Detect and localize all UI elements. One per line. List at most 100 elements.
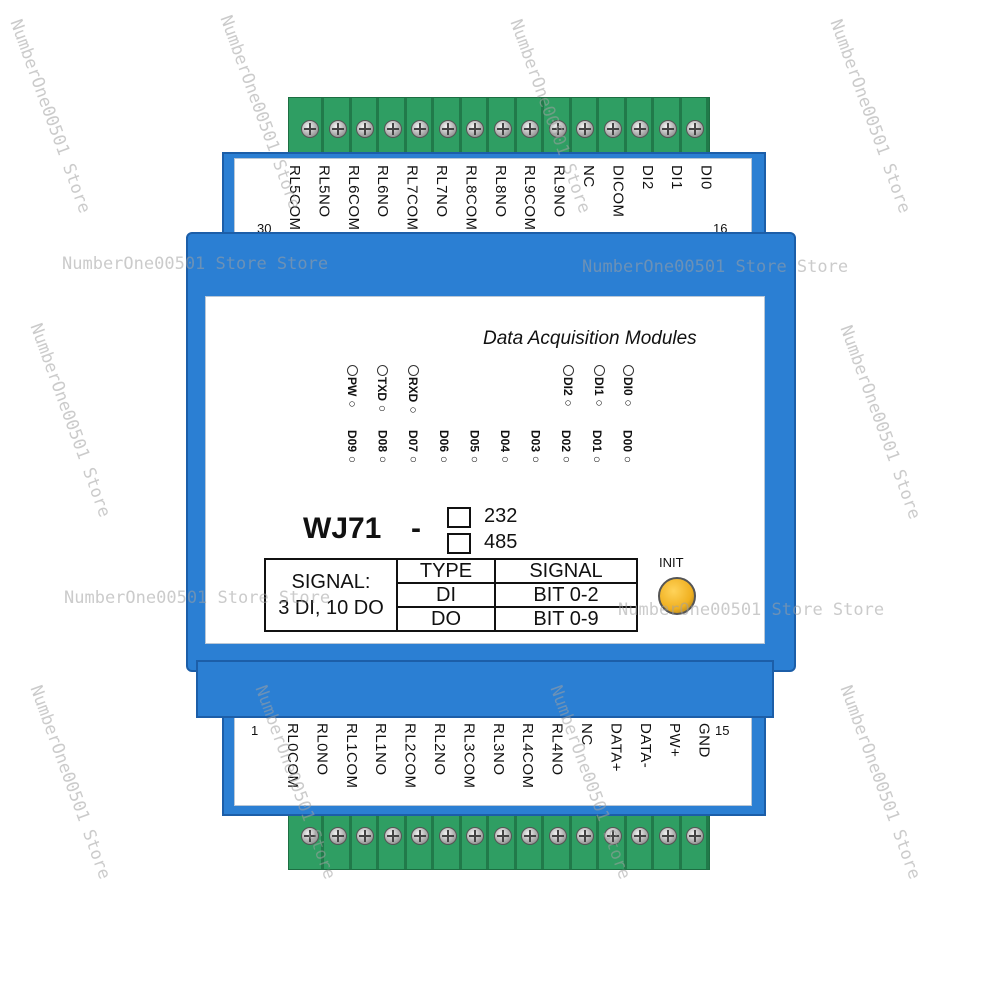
led-indicator bbox=[347, 365, 358, 376]
terminal-rib bbox=[403, 98, 407, 156]
bottom-terminal-label: RL4COM bbox=[519, 723, 537, 789]
top-terminal-label: RL5NO bbox=[315, 165, 333, 218]
terminal-rib bbox=[403, 809, 407, 869]
led-indicator-label: PW○ bbox=[345, 377, 359, 411]
terminal-screw bbox=[356, 827, 374, 845]
terminal-rib bbox=[348, 809, 352, 869]
bottom-terminal-label: PW+ bbox=[666, 723, 684, 758]
terminal-rib bbox=[458, 809, 462, 869]
terminal-rib bbox=[596, 98, 599, 156]
terminal-rib bbox=[623, 809, 627, 869]
watermark-left-low: NumberOne00501 Store Store bbox=[64, 588, 331, 608]
top-terminal-label: RL6COM bbox=[344, 165, 362, 231]
terminal-rib bbox=[513, 98, 517, 156]
watermark-vert-4: NumberOne00501 Store bbox=[825, 16, 915, 216]
terminal-rib bbox=[678, 809, 682, 869]
init-label: INIT bbox=[659, 555, 684, 570]
terminal-rib bbox=[486, 98, 489, 156]
model-name: WJ71 bbox=[303, 512, 382, 545]
terminal-screw bbox=[686, 827, 704, 845]
bottom-terminal-label: RL2NO bbox=[431, 723, 448, 776]
led-indicator-label: DI1○ bbox=[592, 377, 606, 410]
bottom-terminal-label: RL3COM bbox=[460, 723, 478, 789]
terminal-screw bbox=[328, 827, 347, 845]
option-232-checkbox bbox=[447, 507, 471, 528]
terminal-rib bbox=[458, 98, 462, 156]
top-terminal-label: RL8NO bbox=[491, 165, 509, 218]
terminal-rib bbox=[541, 98, 544, 156]
watermark-right-low: NumberOne00501 Store Store bbox=[618, 600, 885, 620]
terminal-screw bbox=[658, 827, 677, 845]
bottom-terminal-block bbox=[288, 808, 710, 870]
terminal-screw bbox=[328, 120, 347, 138]
terminal-screw bbox=[438, 827, 457, 845]
terminal-rib bbox=[431, 98, 434, 156]
led-indicator-label: TXD○ bbox=[375, 377, 389, 415]
led-indicator-label: D02○ bbox=[559, 430, 574, 467]
terminal-rib bbox=[651, 98, 654, 156]
bottom-terminal-label: RL0NO bbox=[313, 723, 331, 776]
terminal-rib bbox=[348, 98, 352, 156]
option-232-label: 232 bbox=[484, 505, 518, 527]
top-terminal-label: DI2 bbox=[638, 165, 656, 190]
led-indicator bbox=[377, 365, 388, 376]
signal-summary: 3 DI, 10 DO bbox=[278, 597, 384, 619]
terminal-rib bbox=[623, 98, 627, 156]
terminal-screw bbox=[631, 120, 649, 138]
watermark-vert-6: NumberOne00501 Store bbox=[835, 322, 925, 522]
top-terminal-label: DI1 bbox=[668, 165, 686, 190]
terminal-rib bbox=[431, 809, 434, 869]
terminal-screw bbox=[603, 827, 622, 845]
row-do-signal: BIT 0-9 bbox=[494, 606, 638, 632]
terminal-screw bbox=[466, 827, 484, 845]
bottom-terminal-label: RL3NO bbox=[489, 723, 507, 776]
watermark-vert-7: NumberOne00501 Store bbox=[25, 682, 115, 882]
led-indicator bbox=[563, 365, 574, 376]
terminal-screw bbox=[521, 120, 539, 138]
led-indicator-label: RXD○ bbox=[406, 377, 420, 417]
led-indicator-label: D00○ bbox=[620, 430, 635, 467]
led-indicator-label: D01○ bbox=[589, 430, 604, 467]
led-indicator bbox=[408, 365, 419, 376]
top-terminal-label: NC bbox=[580, 165, 597, 188]
bottom-terminal-label: RL1COM bbox=[342, 723, 360, 789]
top-terminal-label: RL7COM bbox=[403, 165, 421, 231]
init-button[interactable] bbox=[658, 577, 696, 615]
terminal-screw bbox=[493, 827, 512, 845]
led-indicator-label: D08○ bbox=[375, 430, 390, 467]
terminal-screw bbox=[301, 120, 319, 138]
top-terminal-label: RL9COM bbox=[521, 165, 539, 231]
led-indicator-label: D06○ bbox=[436, 430, 451, 467]
top-terminal-label: DICOM bbox=[609, 165, 627, 218]
terminal-screw bbox=[576, 120, 594, 138]
terminal-rib bbox=[513, 809, 517, 869]
terminal-rib bbox=[706, 98, 709, 156]
led-indicator-label: D04○ bbox=[498, 430, 512, 467]
terminal-rib bbox=[568, 98, 572, 156]
terminal-screw bbox=[411, 120, 429, 138]
option-485-checkbox bbox=[447, 533, 471, 554]
top-terminal-label: RL9NO bbox=[550, 165, 568, 218]
led-indicator-label: D07○ bbox=[406, 430, 421, 467]
terminal-screw bbox=[383, 120, 402, 138]
top-terminal-label: RL7NO bbox=[433, 165, 450, 218]
row-do-type: DO bbox=[396, 606, 496, 632]
top-terminal-label: DI0 bbox=[697, 165, 715, 190]
terminal-rib bbox=[541, 809, 544, 869]
terminal-screw bbox=[548, 120, 567, 138]
watermark-right-mid: NumberOne00501 Store Store bbox=[582, 257, 849, 277]
led-indicator-label: DI2○ bbox=[561, 377, 575, 410]
terminal-screw bbox=[493, 120, 512, 138]
bottom-terminal-label: RL2COM bbox=[401, 723, 419, 789]
terminal-screw bbox=[521, 827, 539, 845]
terminal-screw bbox=[356, 120, 374, 138]
terminal-screw bbox=[411, 827, 429, 845]
header-signal: SIGNAL bbox=[494, 558, 638, 584]
signal-table: SIGNAL: 3 DI, 10 DO TYPE SIGNAL DI BIT 0… bbox=[264, 558, 638, 632]
top-terminal-label: RL8COM bbox=[462, 165, 480, 231]
terminal-screw bbox=[438, 120, 457, 138]
bottom-terminal-label: GND bbox=[695, 723, 713, 758]
terminal-screw bbox=[658, 120, 677, 138]
